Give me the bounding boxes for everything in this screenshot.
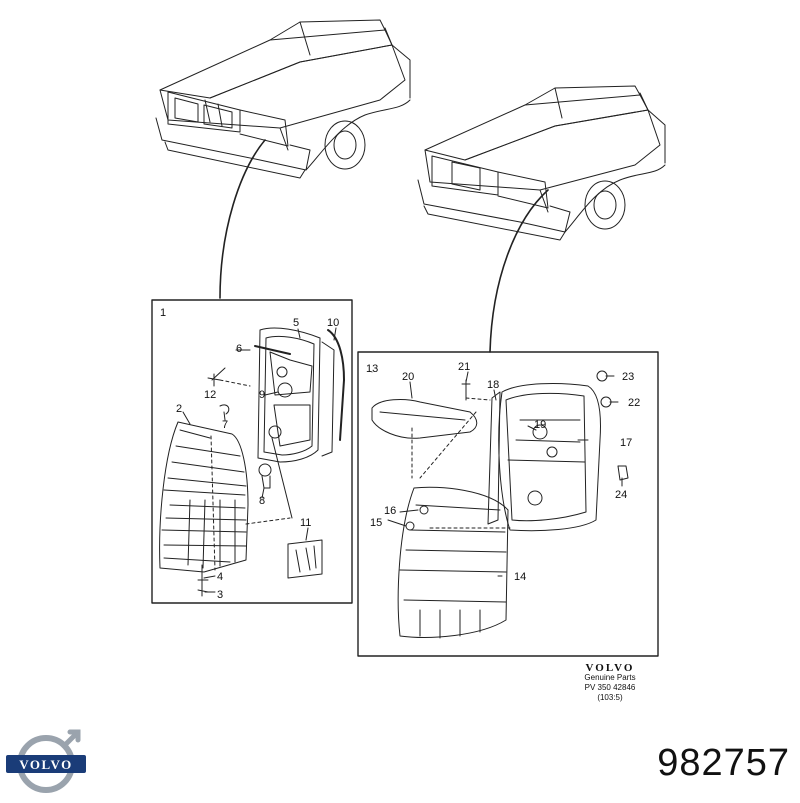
connector-line-left xyxy=(219,139,266,299)
reference-brand: VOLVO xyxy=(585,662,635,674)
volvo-logo-text: VOLVO xyxy=(19,757,72,772)
callout-2: 2 xyxy=(176,403,182,415)
callout-20: 20 xyxy=(402,371,414,383)
callout-6: 6 xyxy=(236,343,242,355)
volvo-logo: VOLVO xyxy=(4,728,88,798)
callout-15: 15 xyxy=(370,517,382,529)
callout-3: 3 xyxy=(217,589,223,601)
callout-13: 13 xyxy=(366,363,378,375)
reference-pv-number: PV 350 42846 xyxy=(584,683,636,692)
callout-23: 23 xyxy=(622,371,634,383)
callout-11: 11 xyxy=(300,517,311,529)
right-assembly-box xyxy=(357,351,659,657)
callout-1: 1 xyxy=(160,307,166,319)
part-number: 982757 xyxy=(657,742,790,784)
callout-10: 10 xyxy=(327,317,339,329)
callout-7: 7 xyxy=(222,419,228,431)
car-front-right-illustration xyxy=(417,85,666,241)
callout-9: 9 xyxy=(259,389,265,401)
callout-19: 19 xyxy=(534,419,546,431)
callout-14: 14 xyxy=(514,571,526,583)
callout-8: 8 xyxy=(259,495,265,507)
connector-line-right xyxy=(489,189,549,353)
reference-section: (103:5) xyxy=(597,693,623,702)
callout-18: 18 xyxy=(487,379,499,391)
reference-genuine-parts: Genuine Parts xyxy=(584,673,636,682)
callout-4: 4 xyxy=(217,571,223,583)
callout-17: 17 xyxy=(620,437,632,449)
reference-block: VOLVO Genuine Parts PV 350 42846 (103:5) xyxy=(560,663,660,703)
callout-22: 22 xyxy=(628,397,640,409)
callout-12: 12 xyxy=(204,389,216,401)
callout-16: 16 xyxy=(384,505,396,517)
callout-5: 5 xyxy=(293,317,299,329)
car-front-left-illustration xyxy=(155,19,411,179)
callout-21: 21 xyxy=(458,361,470,373)
callout-24: 24 xyxy=(615,489,627,501)
left-assembly-box xyxy=(151,299,353,604)
